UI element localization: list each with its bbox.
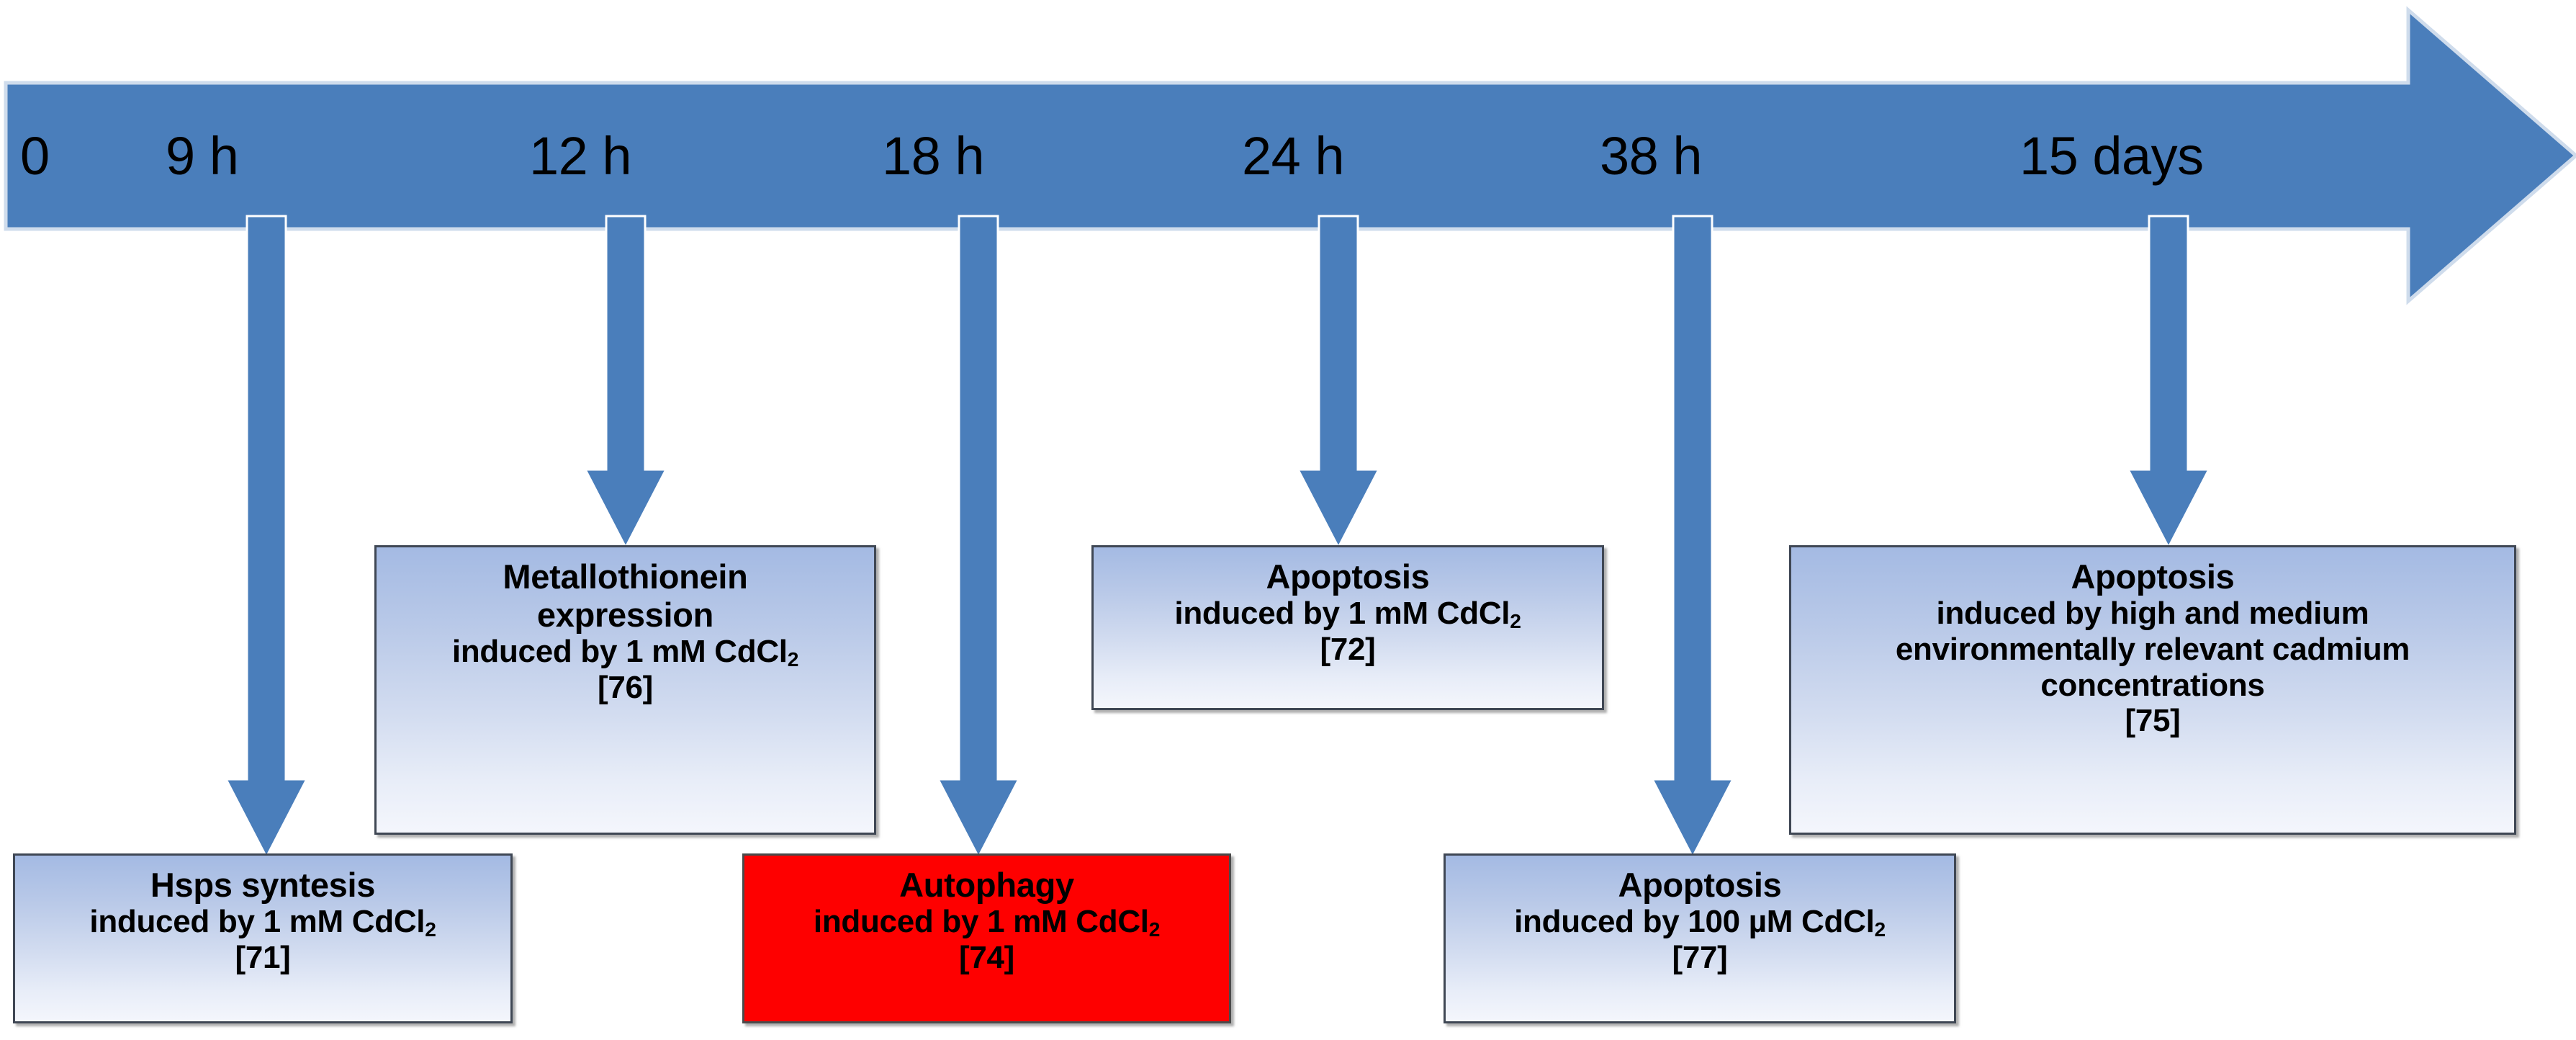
event-subtitle-apoptosis-24h: induced by 1 mM CdCl2	[1174, 596, 1521, 632]
connector-arrow-12h	[583, 215, 668, 550]
event-subtitle-metallothionein-text: induced by 1 mM CdCl	[451, 634, 788, 670]
event-reference-autophagy: [74]	[958, 939, 1015, 975]
event-box-apoptosis-15days: Apoptosis induced by high and medium env…	[1789, 545, 2516, 835]
connector-arrow-9h	[224, 215, 309, 860]
event-box-hsps: Hsps syntesis induced by 1 mM CdCl2 [71]	[13, 853, 513, 1023]
event-subtitle-hsps-text: induced by 1 mM CdCl	[89, 904, 425, 940]
event-title-hsps: Hsps syntesis	[150, 866, 376, 904]
event-reference-apoptosis-38h: [77]	[1672, 939, 1728, 975]
event-subtitle-apoptosis-38h-text: induced by 100 µM CdCl	[1514, 904, 1875, 940]
event-subtitle-autophagy-text: induced by 1 mM CdCl	[813, 904, 1149, 940]
event-reference-apoptosis-15days: [75]	[2125, 703, 2181, 739]
event-subtitle-hsps-subscript: 2	[425, 918, 436, 941]
event-box-metallothionein: Metallothionein expression induced by 1 …	[374, 545, 876, 835]
event-box-autophagy: Autophagy induced by 1 mM CdCl2 [74]	[742, 853, 1231, 1023]
event-reference-hsps: [71]	[235, 939, 291, 975]
event-title-autophagy: Autophagy	[899, 866, 1074, 904]
event-title-apoptosis-38h: Apoptosis	[1618, 866, 1782, 904]
event-subtitle-metallothionein: induced by 1 mM CdCl2	[451, 634, 799, 671]
event-subtitle-autophagy-subscript: 2	[1148, 918, 1161, 941]
event-box-apoptosis-24h: Apoptosis induced by 1 mM CdCl2 [72]	[1091, 545, 1604, 710]
connector-arrow-18h	[936, 215, 1021, 860]
connector-arrow-38h	[1650, 215, 1735, 860]
event-subtitle-apoptosis-15days-line1: induced by high and medium	[1936, 596, 2369, 632]
event-reference-metallothionein: [76]	[597, 669, 654, 705]
event-subtitle-apoptosis-15days-line2: environmentally relevant cadmium	[1895, 631, 2410, 667]
event-subtitle-apoptosis-15days-line3: concentrations	[2040, 667, 2265, 703]
connector-arrow-15days	[2126, 215, 2211, 550]
timeline-arrow-icon	[4, 6, 2576, 305]
event-title-metallothionein-line1: Metallothionein	[503, 557, 748, 596]
event-subtitle-apoptosis-38h: induced by 100 µM CdCl2	[1514, 904, 1886, 941]
event-subtitle-metallothionein-subscript: 2	[787, 648, 799, 671]
event-subtitle-apoptosis-38h-subscript: 2	[1874, 918, 1886, 941]
event-subtitle-autophagy: induced by 1 mM CdCl2	[813, 904, 1161, 941]
event-subtitle-apoptosis-24h-text: induced by 1 mM CdCl	[1174, 596, 1510, 632]
event-title-apoptosis-24h: Apoptosis	[1266, 557, 1430, 596]
event-title-metallothionein-line2: expression	[536, 596, 714, 635]
event-title-apoptosis-15days: Apoptosis	[2071, 557, 2235, 596]
event-subtitle-apoptosis-24h-subscript: 2	[1510, 610, 1521, 633]
event-box-apoptosis-38h: Apoptosis induced by 100 µM CdCl2 [77]	[1444, 853, 1956, 1023]
connector-arrow-24h	[1296, 215, 1381, 550]
event-reference-apoptosis-24h: [72]	[1320, 631, 1376, 667]
event-subtitle-hsps: induced by 1 mM CdCl2	[89, 904, 436, 941]
